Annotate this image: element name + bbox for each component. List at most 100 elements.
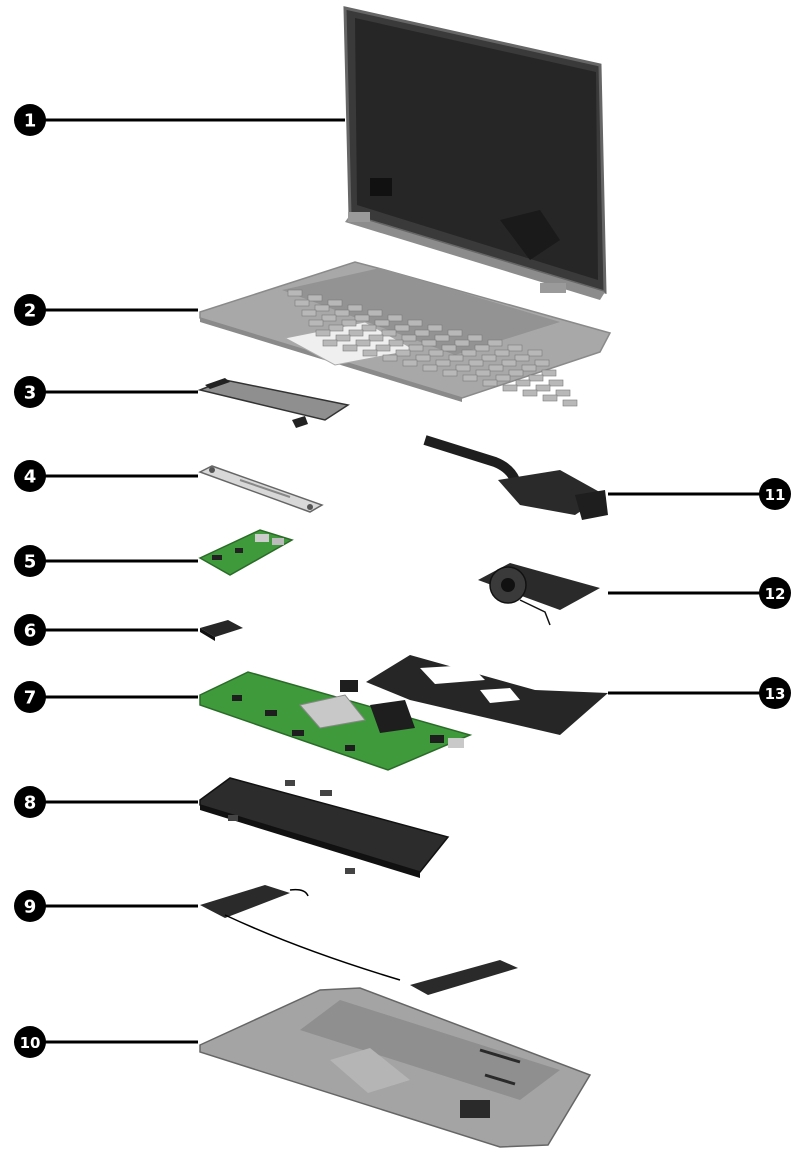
callout-4: 4 <box>14 460 46 492</box>
keyboard-key <box>408 344 424 352</box>
callout-5: 5 <box>14 545 46 577</box>
keyboard-key <box>362 349 378 357</box>
part-bottom-cover <box>199 987 592 1148</box>
keyboard-key <box>327 299 343 307</box>
keyboard-key <box>401 334 417 342</box>
callout-10: 10 <box>14 1026 46 1058</box>
keyboard-key <box>521 364 537 372</box>
keyboard-key <box>495 374 511 382</box>
callout-13: 13 <box>759 677 791 709</box>
svg-text:7: 7 <box>24 688 37 709</box>
keyboard-key <box>481 354 497 362</box>
callout-9: 9 <box>14 890 46 922</box>
keyboard-key <box>315 329 331 337</box>
part-touchpad-bracket <box>198 465 324 513</box>
svg-text:8: 8 <box>24 793 37 814</box>
keyboard-key <box>368 334 384 342</box>
svg-text:13: 13 <box>765 685 786 703</box>
keyboard-key <box>442 369 458 377</box>
part-system-board <box>199 671 473 771</box>
keyboard-key <box>482 379 498 387</box>
svg-text:2: 2 <box>24 301 37 322</box>
keyboard-key <box>374 319 390 327</box>
keyboard-key <box>294 299 310 307</box>
keyboard-key <box>441 344 457 352</box>
callouts: 1 2 3 4 5 6 7 8 9 10 11 12 13 <box>14 104 791 1058</box>
svg-text:10: 10 <box>20 1034 41 1052</box>
part-battery <box>199 777 450 878</box>
keyboard-key <box>515 379 531 387</box>
keyboard-key <box>387 314 403 322</box>
keyboard-key <box>395 349 411 357</box>
part-speakers <box>200 885 518 995</box>
keyboard-key <box>407 319 423 327</box>
svg-text:9: 9 <box>24 897 37 918</box>
callout-6: 6 <box>14 614 46 646</box>
keyboard-key <box>361 324 377 332</box>
keyboard-key <box>534 359 550 367</box>
part-touchpad <box>197 378 350 428</box>
keyboard-key <box>321 314 337 322</box>
keyboard-key <box>421 339 437 347</box>
keyboard-key <box>402 359 418 367</box>
keyboard-key <box>422 364 438 372</box>
keyboard-key <box>555 389 571 397</box>
keyboard-key <box>535 384 551 392</box>
keyboard-key <box>308 319 324 327</box>
keyboard-key <box>434 334 450 342</box>
leader-lines <box>45 118 760 1044</box>
svg-text:1: 1 <box>24 111 37 132</box>
keyboard-key <box>328 324 344 332</box>
keyboard-key <box>548 379 564 387</box>
keyboard-key <box>447 329 463 337</box>
keyboard-key <box>335 334 351 342</box>
callout-11: 11 <box>759 478 791 510</box>
keyboard-key <box>334 309 350 317</box>
keyboard-key <box>528 374 544 382</box>
keyboard-key <box>475 369 491 377</box>
keyboard-key <box>415 354 431 362</box>
svg-text:12: 12 <box>765 585 786 603</box>
keyboard-key <box>435 359 451 367</box>
keyboard-key <box>428 349 444 357</box>
keyboard-key <box>382 354 398 362</box>
keyboard-key <box>501 359 517 367</box>
keyboard-key <box>394 324 410 332</box>
keyboard-key <box>562 399 578 407</box>
keyboard-key <box>502 384 518 392</box>
keyboard-key <box>461 349 477 357</box>
keyboard-key <box>341 319 357 327</box>
svg-text:3: 3 <box>24 383 37 404</box>
callout-2: 2 <box>14 294 46 326</box>
keyboard-key <box>467 334 483 342</box>
part-solid-state-drive <box>200 620 243 641</box>
keyboard-key <box>455 364 471 372</box>
part-system-board-bracket <box>366 655 608 735</box>
keyboard-key <box>462 374 478 382</box>
keyboard-key <box>474 344 490 352</box>
keyboard-key <box>381 329 397 337</box>
keyboard-key <box>507 344 523 352</box>
keyboard-key <box>322 339 338 347</box>
keyboard-key <box>307 294 323 302</box>
keyboard-key <box>347 304 363 312</box>
svg-text:4: 4 <box>24 467 37 488</box>
keyboard-key <box>388 339 404 347</box>
keyboard-key <box>522 389 538 397</box>
part-fan <box>478 563 600 626</box>
callout-7: 7 <box>14 681 46 713</box>
keyboard-key <box>494 349 510 357</box>
keyboard-key <box>487 339 503 347</box>
svg-text:5: 5 <box>24 552 37 573</box>
callout-12: 12 <box>759 577 791 609</box>
keyboard-key <box>527 349 543 357</box>
part-top-cover-keyboard <box>199 261 612 407</box>
keyboard-key <box>367 309 383 317</box>
svg-text:11: 11 <box>765 486 786 504</box>
keyboard-key <box>287 289 303 297</box>
keyboard-key <box>355 339 371 347</box>
keyboard-key <box>314 304 330 312</box>
keyboard-key <box>427 324 443 332</box>
keyboard-key <box>468 359 484 367</box>
